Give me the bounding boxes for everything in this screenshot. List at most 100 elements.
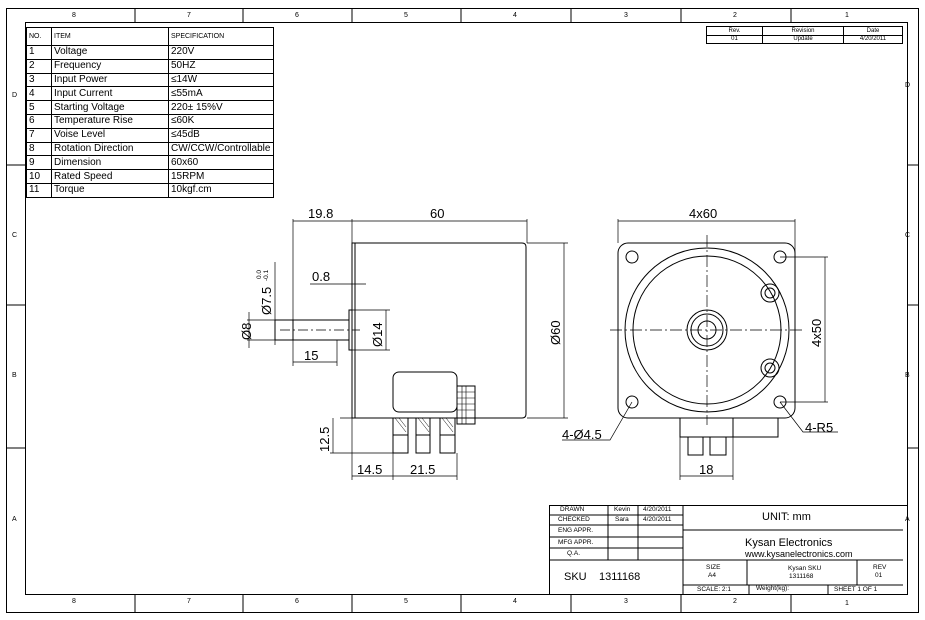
drawn-by: Kevin <box>614 506 631 513</box>
zone-side: D <box>12 92 18 99</box>
spec-value: 15RPM <box>168 169 274 184</box>
dim-flat-length: 15 <box>304 348 319 363</box>
size-label: SIZE <box>706 564 721 571</box>
zone-side: B <box>12 372 17 379</box>
dim-hole-pitch: 4x50 <box>809 318 824 347</box>
spec-no: 6 <box>26 113 52 129</box>
spec-item: Temperature Rise <box>51 113 169 129</box>
dim-holes: 4-Ø4.5 <box>562 427 602 442</box>
dim-shaft-d8: Ø8 <box>239 322 254 340</box>
zone-top: 5 <box>404 12 408 19</box>
spec-item: Voise Level <box>51 127 169 143</box>
spec-item: Input Current <box>51 86 169 102</box>
header-no: NO. <box>26 27 52 46</box>
dim-boss-d14: Ø14 <box>370 322 385 347</box>
spec-no: 9 <box>26 155 52 171</box>
qa-label: Q.A. <box>567 550 581 557</box>
inner-border <box>25 22 908 595</box>
spec-item: Frequency <box>51 58 169 74</box>
zone-side: A <box>905 516 910 523</box>
spec-no: 5 <box>26 100 52 115</box>
table-header: NO. ITEM SPECIFICATION <box>26 27 274 46</box>
zone-bottom: 5 <box>404 598 408 605</box>
zone-side: A <box>12 516 17 523</box>
sku-value: 1311168 <box>599 571 641 583</box>
header-item: ITEM <box>51 27 169 46</box>
zone-top: 1 <box>845 12 849 19</box>
spec-value: ≤45dB <box>168 127 274 143</box>
front-view <box>562 219 838 480</box>
zone-bottom: 1 <box>845 600 849 607</box>
dim-body-d60: Ø60 <box>548 320 563 345</box>
kysan-sku-label: Kysan SKU <box>788 565 822 572</box>
dim-connector-width: 18 <box>699 462 714 477</box>
spec-no: 10 <box>26 169 52 184</box>
zone-top: 6 <box>295 12 299 19</box>
spec-no: 7 <box>26 127 52 143</box>
zone-top: 3 <box>624 12 628 19</box>
zone-bottom: 4 <box>513 598 517 605</box>
date-value: 4/20/2011 <box>843 34 903 44</box>
eng-appr-label: ENG APPR. <box>558 527 594 534</box>
spec-value: ≤14W <box>168 72 274 88</box>
dim-shaft-d75: Ø7.5 <box>259 286 274 315</box>
sheet-number: SHEET 1 OF 1 <box>834 586 878 593</box>
rev-value: 01 <box>706 34 763 44</box>
dim-terminal-width: 21.5 <box>410 462 436 477</box>
spec-item: Torque <box>51 182 169 198</box>
spec-no: 8 <box>26 141 52 157</box>
spec-no: 2 <box>26 58 52 74</box>
dim-body-length: 60 <box>430 206 445 221</box>
unit-label: UNIT: mm <box>762 511 811 523</box>
scale: SCALE: 2:1 <box>697 586 731 593</box>
revision-header: Revision <box>762 26 844 36</box>
spec-value: 60x60 <box>168 155 274 171</box>
checked-date: 4/20/2011 <box>643 516 672 523</box>
zone-side: C <box>12 232 18 239</box>
title-block-lines <box>549 505 908 595</box>
spec-value: 220± 15%V <box>168 100 274 115</box>
spec-no: 1 <box>26 45 52 60</box>
spec-value: 10kgf.cm <box>168 182 274 198</box>
spec-item: Input Power <box>51 72 169 88</box>
date-header: Date <box>843 26 903 36</box>
spec-no: 4 <box>26 86 52 102</box>
spec-item: Voltage <box>51 45 169 60</box>
zone-top: 2 <box>733 12 737 19</box>
checked-label: CHECKED <box>558 516 590 523</box>
drawn-date: 4/20/2011 <box>643 506 672 513</box>
spec-no: 3 <box>26 72 52 88</box>
spec-value: 50HZ <box>168 58 274 74</box>
zone-side: C <box>905 232 911 239</box>
zone-bottom: 8 <box>72 598 76 605</box>
zone-bottom: 2 <box>733 598 737 605</box>
dim-width: 4x60 <box>689 206 718 221</box>
zone-ticks <box>6 8 919 612</box>
dim-terminal-offset: 14.5 <box>357 462 383 477</box>
dim-flange: 0.8 <box>312 269 331 284</box>
sku-label: SKU <box>564 571 587 583</box>
spec-value: CW/CCW/Controllable <box>168 141 274 157</box>
zone-bottom: 6 <box>295 598 299 605</box>
spec-item: Starting Voltage <box>51 100 169 115</box>
kysan-sku-value: 1311168 <box>789 573 814 580</box>
company-name: Kysan Electronics <box>745 537 833 549</box>
rev-header: Rev. <box>706 26 763 36</box>
size-value: A4 <box>708 572 716 579</box>
dim-shaft-length: 19.8 <box>308 206 334 221</box>
spec-value: ≤60K <box>168 113 274 129</box>
outer-border <box>6 8 919 613</box>
mfg-appr-label: MFG APPR. <box>558 539 594 546</box>
dim-corner-radius: 4-R5 <box>805 420 834 435</box>
